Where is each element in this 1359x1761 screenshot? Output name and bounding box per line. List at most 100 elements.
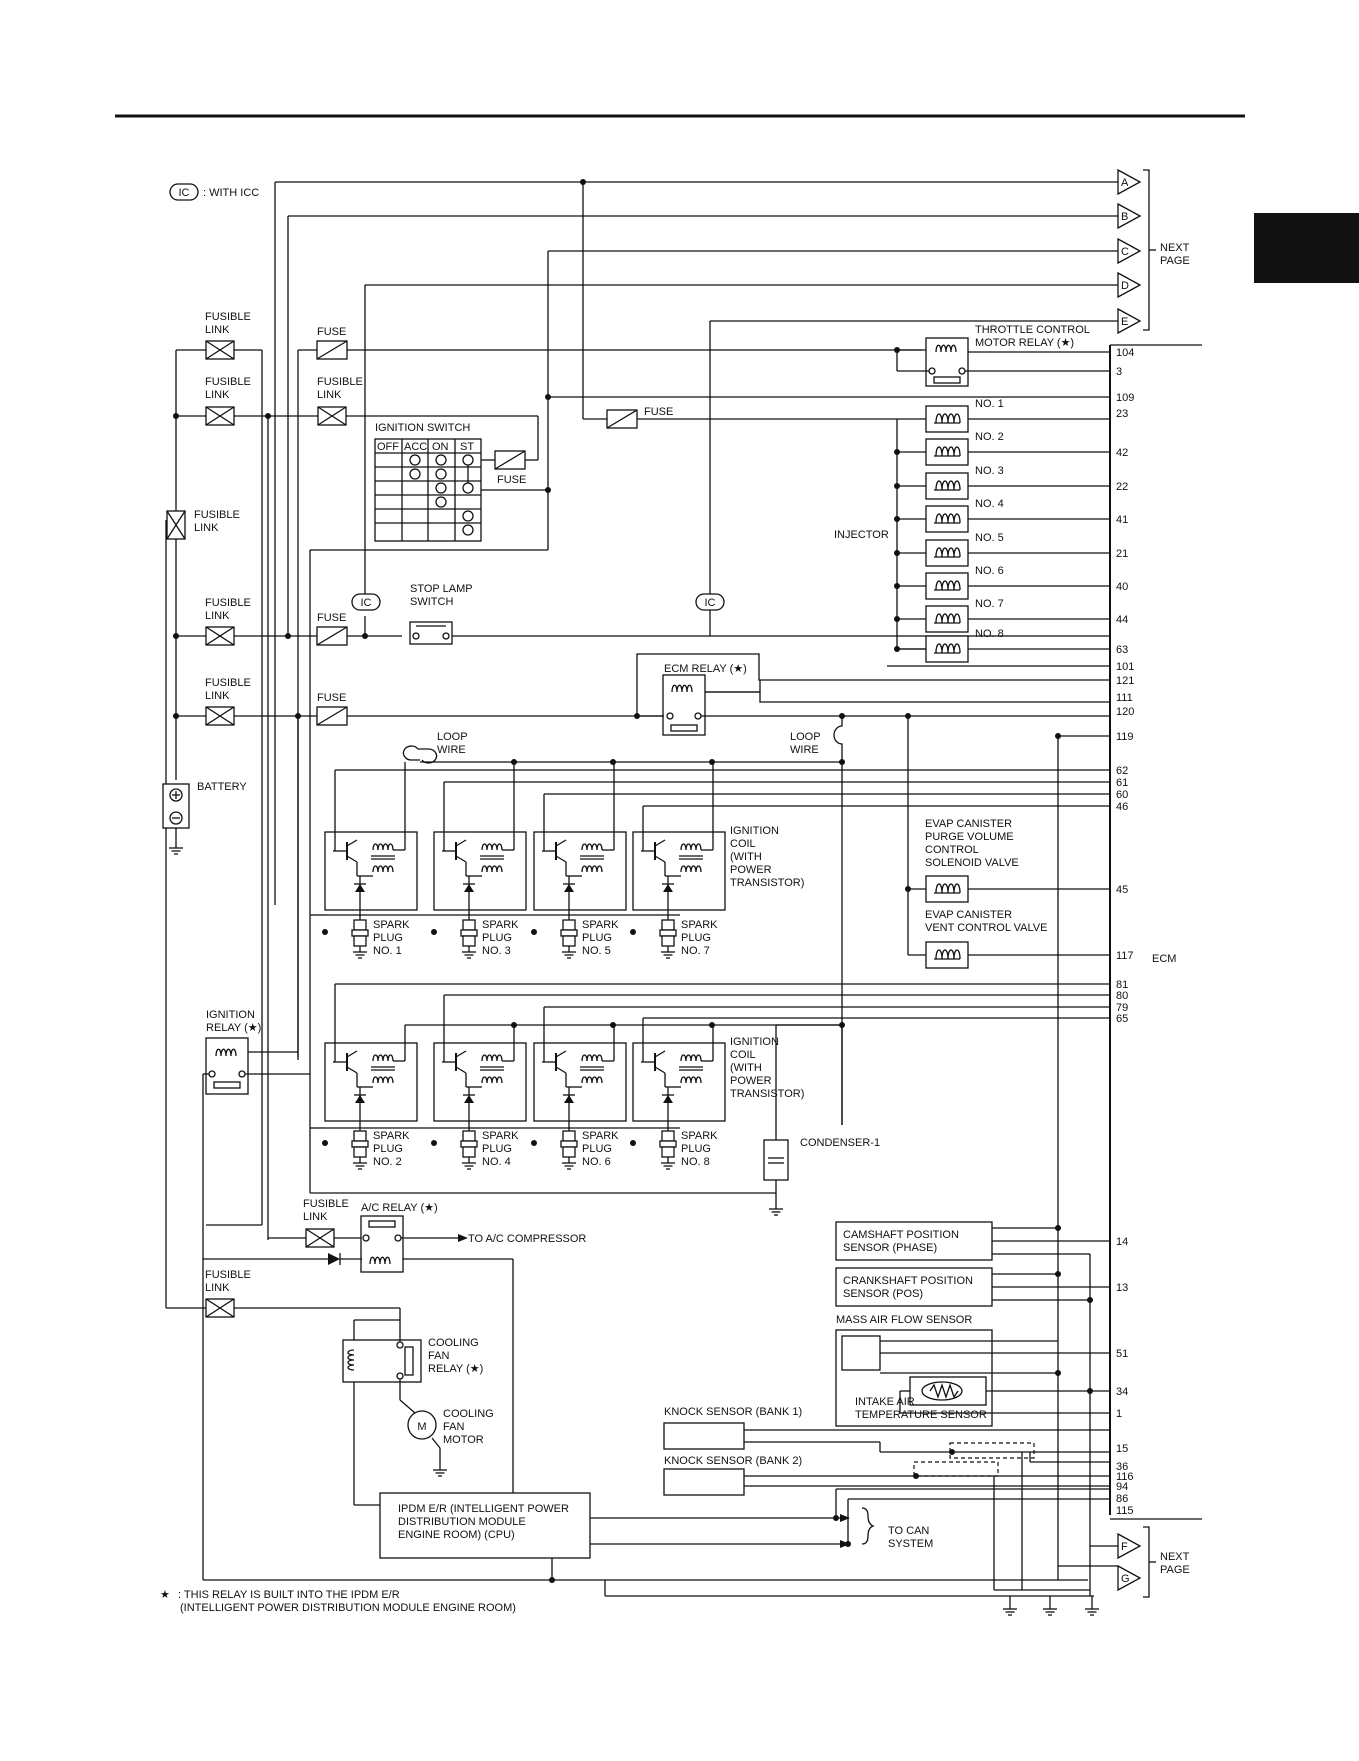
ecm-terminal-40: 40 <box>1116 581 1128 593</box>
injector-3: NO. 3 <box>894 465 1110 500</box>
svg-text:RELAY (★): RELAY (★) <box>428 1363 483 1375</box>
camshaft-position-sensor <box>835 1221 993 1261</box>
ac-relay-label: A/C RELAY (★) <box>361 1202 438 1214</box>
bottom-plug-label-b-3: PLUG <box>582 1143 612 1155</box>
svg-text:LINK: LINK <box>317 389 342 401</box>
ecm-terminal-22: 22 <box>1116 481 1128 493</box>
ecm-terminal-111: 111 <box>1116 692 1133 704</box>
injector-label-2: NO. 2 <box>975 431 1004 443</box>
injector-label-7: NO. 7 <box>975 598 1004 610</box>
bottom-plug-label-a-2: SPARK <box>482 1130 519 1142</box>
ecm-terminal-44: 44 <box>1116 614 1128 626</box>
loop-wire-1-label: LOOP <box>437 731 468 743</box>
ecm-terminal-15: 15 <box>1116 1443 1128 1455</box>
motor-symbol: M <box>417 1421 426 1433</box>
bottom-plug-label-no-2: NO. 4 <box>482 1156 511 1168</box>
svg-text:MOTOR: MOTOR <box>443 1434 484 1446</box>
svg-text:POWER: POWER <box>730 864 772 876</box>
injector-label-5: NO. 5 <box>975 532 1004 544</box>
throttle-relay-label: THROTTLE CONTROL <box>975 324 1090 336</box>
injector-label: INJECTOR <box>834 529 889 541</box>
next-page-bottom: NEXT <box>1160 1551 1190 1563</box>
ecm-terminal-65: 65 <box>1116 1013 1128 1025</box>
bottom-plug-label-no-3: NO. 6 <box>582 1156 611 1168</box>
ecm-terminal-109: 109 <box>1116 392 1134 404</box>
bottom-plug-label-a-1: SPARK <box>373 1130 410 1142</box>
connector-G: G <box>1121 1573 1130 1585</box>
injector-group: INJECTOR <box>834 419 926 650</box>
ecm-terminal-46: 46 <box>1116 801 1128 813</box>
svg-text:FAN: FAN <box>428 1350 449 1362</box>
svg-text:MOTOR RELAY (★): MOTOR RELAY (★) <box>975 337 1074 349</box>
fuse-1-label: FUSE <box>317 326 346 338</box>
ecm-terminal-117: 117 <box>1116 950 1134 962</box>
svg-text:LINK: LINK <box>205 324 230 336</box>
footnote-star: ★ <box>160 1589 170 1601</box>
injector-label-3: NO. 3 <box>975 465 1004 477</box>
ign-coil-top-label: IGNITION <box>730 825 779 837</box>
injector-5: NO. 5 <box>894 532 1110 567</box>
top-ignition-coil-1 <box>322 762 1110 959</box>
ecm-terminal-116: 116 <box>1116 1471 1134 1483</box>
ipdm-label-1: IPDM E/R (INTELLIGENT POWER <box>398 1503 569 1515</box>
to-ac-label: TO A/C COMPRESSOR <box>468 1233 586 1245</box>
legend-text: : WITH ICC <box>203 187 259 199</box>
fusible-link-2-label: FUSIBLE <box>205 376 251 388</box>
bottom-plug-label-b-2: PLUG <box>482 1143 512 1155</box>
bottom-plug-label-no-1: NO. 2 <box>373 1156 402 1168</box>
ecm-terminal-104: 104 <box>1116 347 1134 359</box>
svg-text:WIRE: WIRE <box>790 744 819 756</box>
connector-group-bottom: F G NEXT PAGE <box>1117 1526 1190 1598</box>
top-plug-label-no-1: NO. 1 <box>373 945 402 957</box>
ecm-terminal-61: 61 <box>1116 777 1128 789</box>
injector-1: NO. 1 <box>925 398 1110 433</box>
ecm-terminal-119: 119 <box>1116 731 1134 743</box>
throttle-control-motor-relay <box>925 337 969 387</box>
ecm-terminal-121: 121 <box>1116 675 1134 687</box>
ecm-terminal-23: 23 <box>1116 408 1128 420</box>
ecm-terminal-79: 79 <box>1116 1002 1128 1014</box>
bottom-plug-label-b-4: PLUG <box>681 1143 711 1155</box>
svg-text:SOLENOID VALVE: SOLENOID VALVE <box>925 857 1019 869</box>
connector-A: A <box>1121 177 1129 189</box>
knock2-label: KNOCK SENSOR (BANK 2) <box>664 1455 802 1467</box>
ecm-relay-label: ECM RELAY (★) <box>664 663 747 675</box>
ecm-relay <box>662 674 706 736</box>
fusible-link-7-label: FUSIBLE <box>303 1198 349 1210</box>
svg-text:(WITH: (WITH <box>730 851 762 863</box>
svg-text:PURGE VOLUME: PURGE VOLUME <box>925 831 1014 843</box>
svg-text:COIL: COIL <box>730 838 756 850</box>
injector-label-6: NO. 6 <box>975 565 1004 577</box>
top-plug-label-a-2: SPARK <box>482 919 519 931</box>
bottom-ignition-coil-2 <box>431 994 1110 1170</box>
knock-sensor-bank-2 <box>663 1468 745 1496</box>
top-plug-label-b-2: PLUG <box>482 932 512 944</box>
loop-wire-2-label: LOOP <box>790 731 821 743</box>
evap-purge-label: EVAP CANISTER <box>925 818 1012 830</box>
svg-text:SENSOR (PHASE): SENSOR (PHASE) <box>843 1242 937 1254</box>
svg-text:VENT CONTROL VALVE: VENT CONTROL VALVE <box>925 922 1047 934</box>
svg-text:LINK: LINK <box>205 389 230 401</box>
stop-lamp-label: STOP LAMP <box>410 583 473 595</box>
svg-text:RELAY (★): RELAY (★) <box>206 1022 261 1034</box>
stop-lamp-switch <box>409 621 453 645</box>
fuse-3-label: FUSE <box>317 692 346 704</box>
ecm-terminal-3: 3 <box>1116 366 1122 378</box>
injector-7: NO. 7 <box>894 598 1110 633</box>
condenser-label: CONDENSER-1 <box>800 1137 880 1149</box>
ecm-terminal-14: 14 <box>1116 1236 1128 1248</box>
ecm-terminal-94: 94 <box>1116 1481 1128 1493</box>
svg-text:LINK: LINK <box>303 1211 328 1223</box>
svg-text:TEMPERATURE SENSOR: TEMPERATURE SENSOR <box>855 1409 987 1421</box>
svg-text:(WITH: (WITH <box>730 1062 762 1074</box>
ign-col-off: OFF <box>377 441 399 453</box>
ecm-terminal-1: 1 <box>1116 1408 1122 1420</box>
top-plug-label-b-3: PLUG <box>582 932 612 944</box>
ecm-terminal-13: 13 <box>1116 1282 1128 1294</box>
cooling-fan-motor: M <box>407 1410 437 1440</box>
